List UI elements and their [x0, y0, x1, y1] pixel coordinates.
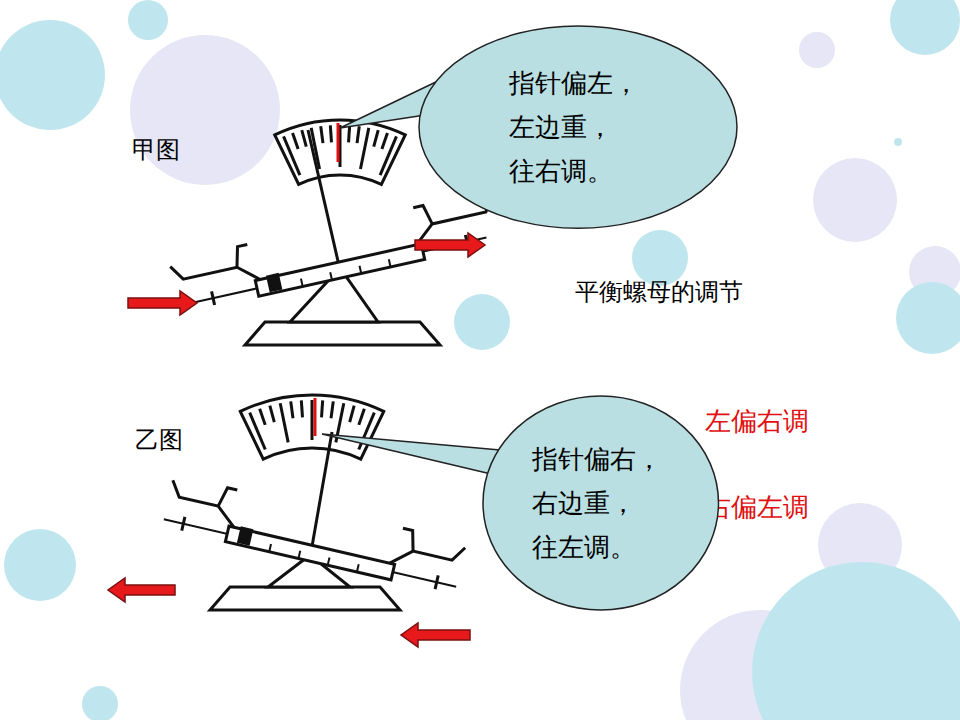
- figure-label: 乙图: [135, 424, 183, 456]
- rule-note: 左偏右调: [705, 404, 809, 439]
- slide-title: 平衡螺母的调节: [575, 276, 743, 308]
- bubble-text: 指针偏右， 右边重， 往左调。: [532, 437, 682, 570]
- speech-bubble: 指针偏右， 右边重， 往左调。: [482, 395, 720, 611]
- adjust-arrows: [108, 233, 485, 647]
- speech-bubble: 指针偏左， 左边重， 往右调。: [418, 25, 738, 229]
- bubble-text: 指针偏左， 左边重， 往右调。: [509, 61, 659, 194]
- balance-right-heavy: [162, 395, 466, 610]
- figure-label: 甲图: [132, 134, 180, 166]
- rule-note: 右偏左调: [705, 490, 809, 525]
